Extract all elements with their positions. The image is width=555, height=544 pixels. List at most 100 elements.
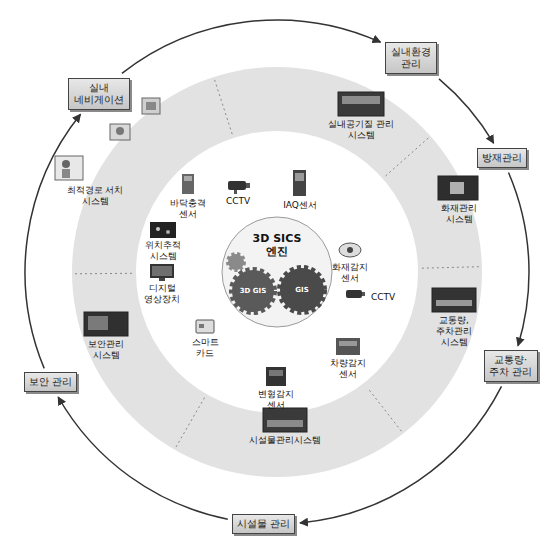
ring-band <box>72 67 482 477</box>
node-text: 화재관리 시스템 <box>428 203 490 225</box>
system-photo <box>62 169 70 178</box>
node-text: 방재관리 <box>482 152 522 164</box>
sensor-icon <box>166 230 170 234</box>
sensor-icon <box>295 173 304 181</box>
sensor-icon <box>266 367 286 386</box>
node-text: 실내 네비게이션 <box>73 82 125 106</box>
system-photo <box>142 98 160 114</box>
system-photo <box>88 316 108 330</box>
sensor-icon <box>269 370 283 376</box>
sector-divider <box>386 137 429 176</box>
system-node: 보안관리 시스템 <box>75 339 137 361</box>
system-photo <box>110 124 130 140</box>
sector-divider <box>214 79 232 134</box>
system-photo <box>146 102 156 110</box>
node-text: 교통량, 주차관리 시스템 <box>422 315 486 347</box>
ring-band <box>222 217 332 327</box>
sensor-node: CCTV <box>221 196 255 207</box>
node-text: 최적경로 서치 시스템 <box>65 185 125 207</box>
category-box: 실내환경 관리 <box>385 42 437 74</box>
system-photo <box>116 127 124 135</box>
node-text: IAQ센서 <box>277 200 323 211</box>
flow-arc <box>58 397 228 519</box>
system-photo <box>84 312 128 336</box>
engine-gear <box>280 268 324 312</box>
sensor-icon <box>228 181 246 190</box>
node-text: 보안관리 시스템 <box>75 339 137 361</box>
system-photo <box>342 96 380 104</box>
node-text: CCTV <box>221 196 255 207</box>
engine-gear <box>228 254 244 270</box>
sensor-icon <box>196 320 214 333</box>
sensor-icon <box>182 174 194 194</box>
system-node: 실내공기질 관리 시스템 <box>326 119 396 141</box>
sensor-icon <box>152 266 172 276</box>
node-text: 실내환경 관리 <box>390 46 432 70</box>
system-photo <box>338 92 384 116</box>
category-box: 교통량· 주차 관리 <box>484 350 538 382</box>
category-box: 실내 네비게이션 <box>68 78 130 110</box>
system-photo <box>432 288 476 312</box>
sensor-node: 위치추적 시스템 <box>138 240 188 262</box>
node-text: 시설물 관리 <box>237 518 290 530</box>
category-box: 보안 관리 <box>24 372 77 392</box>
engine-gear <box>232 270 274 312</box>
node-text: 변형감지 센서 <box>251 389 301 411</box>
sensor-icon <box>150 264 174 278</box>
sensor-icon <box>362 292 365 296</box>
system-photo <box>263 408 307 432</box>
gear-label: 3D GIS <box>240 288 267 295</box>
sensor-icon <box>156 227 160 231</box>
sector-divider <box>74 79 480 448</box>
node-text: 3D SICS 엔진 <box>245 232 309 258</box>
sensor-node: 화재감지 센서 <box>325 262 375 284</box>
sensor-icon <box>339 243 361 257</box>
engine-core: 3D SICS 엔진 <box>245 232 309 258</box>
node-text: CCTV <box>367 292 399 303</box>
system-photo <box>55 156 83 180</box>
node-text: 디지털 영상장치 <box>137 283 187 305</box>
sensor-node: 변형감지 센서 <box>251 389 301 411</box>
sensor-icon <box>159 278 165 281</box>
sensor-node: 바닥충격 센서 <box>163 198 213 220</box>
system-photo <box>450 182 464 194</box>
sensor-node: 차량감지 센서 <box>323 358 373 380</box>
sensor-icon <box>199 324 204 328</box>
node-text: 시설물관리시스템 <box>240 435 330 446</box>
sensor-icon <box>346 290 362 298</box>
sector-divider <box>176 398 205 448</box>
system-photo <box>267 420 303 427</box>
ring-band <box>72 67 482 477</box>
flow-arc <box>300 386 502 523</box>
flow-arc <box>509 173 530 346</box>
node-text: 바닥충격 센서 <box>163 198 213 220</box>
system-photo <box>62 160 70 168</box>
node-text: 차량감지 센서 <box>323 358 373 380</box>
node-text: 보안 관리 <box>29 376 72 388</box>
sensor-icon <box>234 190 237 194</box>
system-node: 교통량, 주차관리 시스템 <box>422 315 486 347</box>
sensor-icon <box>347 247 353 253</box>
node-text: 실내공기질 관리 시스템 <box>326 119 396 141</box>
node-text: 화재감지 센서 <box>325 262 375 284</box>
gear-label: GIS <box>295 287 308 294</box>
system-photo <box>436 300 472 306</box>
ring-band <box>136 131 418 413</box>
sensor-icon <box>293 170 306 196</box>
engine-gear <box>228 254 324 312</box>
sensor-node: 스마트 카드 <box>185 337 225 359</box>
sensor-icon <box>336 338 360 355</box>
sensor-icon <box>150 170 365 386</box>
flow-arc <box>122 20 381 73</box>
sensor-node: 디지털 영상장치 <box>137 283 187 305</box>
sensor-node: CCTV <box>367 292 399 303</box>
system-photo <box>55 92 478 432</box>
sector-divider <box>422 267 480 269</box>
node-text: 교통량· 주차 관리 <box>489 354 533 378</box>
flow-arc <box>439 79 494 143</box>
flow-arc <box>25 114 80 368</box>
sensor-node: IAQ센서 <box>277 200 323 211</box>
node-text: 스마트 카드 <box>185 337 225 359</box>
sensor-icon <box>246 183 250 188</box>
